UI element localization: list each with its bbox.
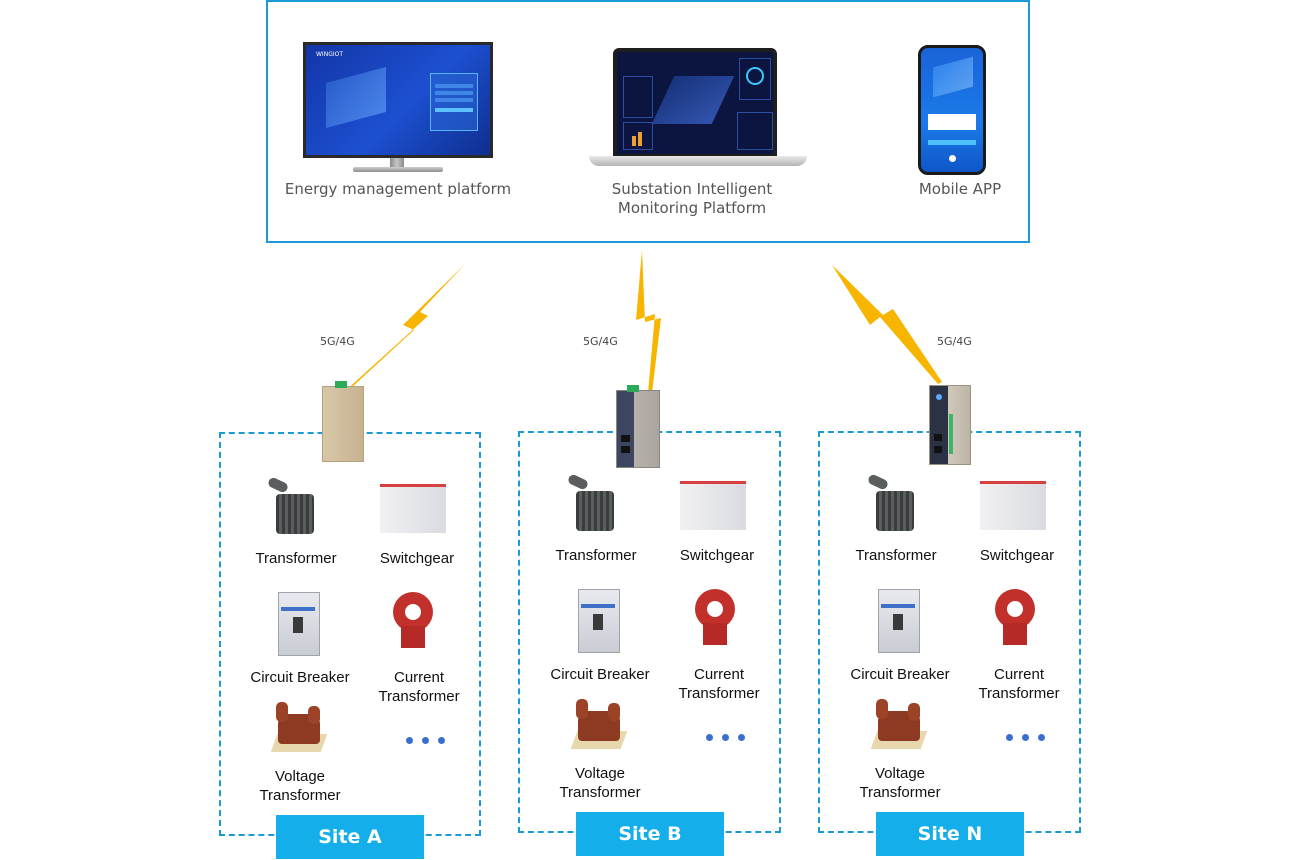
current-transformer-icon [995, 589, 1035, 651]
laptop-base [589, 156, 807, 166]
current-transformer-icon [695, 589, 735, 651]
label-line: Voltage [874, 765, 926, 782]
monitor-icon: WINGIOT [303, 42, 493, 158]
device-label-current-transformer: Current Transformer [359, 668, 479, 706]
link-label-site-n: 5G/4G [937, 335, 972, 348]
more-icon [406, 737, 456, 745]
device-label-current-transformer: Current Transformer [959, 665, 1079, 703]
label-line: Transformer [259, 787, 341, 804]
screen-brand: WINGIOT [316, 51, 343, 58]
device-label-current-transformer: Current Transformer [659, 665, 779, 703]
smartphone-icon [918, 45, 986, 175]
more-icon [1006, 734, 1056, 742]
energy-platform-label: Energy management platform [284, 180, 512, 198]
device-label-transformer: Transformer [855, 547, 937, 564]
voltage-transformer-icon [870, 699, 928, 751]
label-line: Transformer [978, 685, 1060, 702]
label-line: Current [693, 666, 745, 683]
link-label-site-a: 5G/4G [320, 335, 355, 348]
label-line: Transformer [378, 688, 460, 705]
current-transformer-icon [393, 592, 433, 654]
phone-login-fields [928, 114, 976, 130]
device-label-switchgear: Switchgear [679, 547, 755, 564]
gateway-device-icon [929, 385, 971, 465]
device-label-circuit-breaker: Circuit Breaker [250, 669, 350, 686]
transformer-icon [266, 476, 322, 538]
monitor-base [353, 167, 443, 172]
site-badge[interactable]: Site B [576, 812, 724, 856]
switchgear-icon [980, 481, 1046, 530]
circuit-breaker-icon [278, 592, 320, 656]
lightning-signal-icon [832, 265, 942, 384]
phone-user-icon [949, 155, 956, 162]
device-label-switchgear: Switchgear [979, 547, 1055, 564]
gateway-device-icon [616, 385, 660, 468]
link-label-site-b: 5G/4G [583, 335, 618, 348]
screen-panel-chart [623, 122, 653, 150]
label-line: Current [993, 666, 1045, 683]
monitor-neck [390, 158, 404, 168]
device-label-voltage-transformer: Voltage Transformer [840, 764, 960, 802]
device-label-transformer: Transformer [255, 550, 337, 567]
device-label-switchgear: Switchgear [379, 550, 455, 567]
voltage-transformer-icon [570, 699, 628, 751]
screen-panel-left [623, 76, 653, 118]
screen-login-panel [430, 73, 478, 131]
gateway-device-icon [322, 381, 364, 462]
lightning-signal-icon [344, 263, 466, 392]
device-label-voltage-transformer: Voltage Transformer [540, 764, 660, 802]
circuit-breaker-icon [578, 589, 620, 653]
circuit-breaker-icon [878, 589, 920, 653]
phone-login-button [928, 140, 976, 145]
voltage-transformer-icon [270, 702, 328, 754]
lightning-signal-icon [636, 250, 661, 393]
label-line: Transformer [559, 784, 641, 801]
substation-label-line1: Substation Intelligent [611, 180, 773, 198]
label-line: Transformer [859, 784, 941, 801]
device-label-voltage-transformer: Voltage Transformer [240, 767, 360, 805]
site-badge[interactable]: Site N [876, 812, 1024, 856]
device-label-circuit-breaker: Circuit Breaker [550, 666, 650, 683]
transformer-icon [566, 473, 622, 535]
transformer-icon [866, 473, 922, 535]
screen-panel-table [737, 112, 773, 150]
substation-platform-label: Substation Intelligent Monitoring Platfo… [572, 180, 812, 218]
switchgear-icon [380, 484, 446, 533]
label-line: Transformer [678, 685, 760, 702]
mobile-platform-label: Mobile APP [918, 180, 1002, 198]
more-icon [706, 734, 756, 742]
label-line: Voltage [574, 765, 626, 782]
screen-panel-gauge [739, 58, 771, 100]
device-label-transformer: Transformer [555, 547, 637, 564]
device-label-circuit-breaker: Circuit Breaker [850, 666, 950, 683]
laptop-icon [613, 48, 777, 158]
switchgear-icon [680, 481, 746, 530]
label-line: Voltage [274, 768, 326, 785]
platform-group-frame [266, 0, 1030, 243]
label-line: Current [393, 669, 445, 686]
site-badge[interactable]: Site A [276, 815, 424, 859]
substation-label-line2: Monitoring Platform [617, 199, 767, 217]
